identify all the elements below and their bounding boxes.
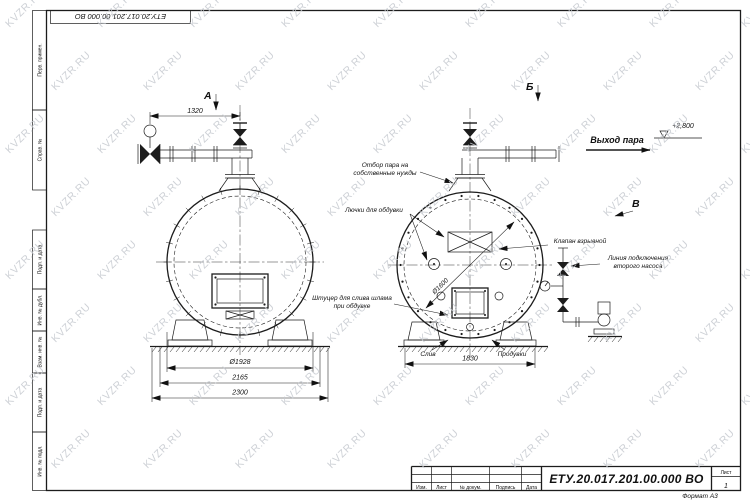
safety-valve [233,122,247,149]
blowdown-label: Продувки [498,350,527,358]
margin-field-label: Инв. № дубл. [38,295,44,326]
svg-text:2300: 2300 [231,390,248,397]
second-pump-label: Линия подключения [607,254,669,262]
ground-hatching [151,336,623,353]
svg-text:Ø1928: Ø1928 [228,359,250,366]
dimension-1320: 1320 [149,108,241,124]
margin-field-label: Перв. примен. [38,43,44,76]
view-b-rear: Ø1600 [388,81,560,368]
drawing-frame: Перв. примен. Справ. № Подп. и дата Инв.… [32,9,742,492]
flange-ticks [163,185,317,339]
view-v-label: В [632,198,640,210]
elevation-mark [659,130,669,139]
steam-piping [160,146,262,192]
tb-col-izm: Изм. [416,485,427,491]
flange-bolts [399,194,541,336]
own-needs-label: собственные нужды [353,169,416,177]
pump-motor [597,301,611,315]
saddle-supports [150,319,330,348]
tb-col-dokum: № докум. [460,485,482,491]
steam-outlet-label: Выход пара [590,135,644,145]
view-a-label: А [203,90,212,102]
margin-field-label: Справ. № [38,139,44,162]
dimension-1830: 1830 [404,348,536,368]
margin-field-label: Взам. инв. № [38,337,44,368]
svg-text:2165: 2165 [231,375,248,382]
dimension-1928: Ø1928 [166,332,314,372]
dimension-2165: 2165 [159,346,321,387]
explosion-valve-label: Клапан взрывной [554,237,607,245]
annotations: Выход пара +2,800 В Отбор пара на собств… [312,123,702,358]
dimension-2300: 2300 [151,348,329,402]
format-label: Формат А3 [682,493,718,500]
sludge-label: Штуцер для слива шлама [312,294,392,302]
elevation-label: +2,800 [672,123,694,130]
svg-text:1320: 1320 [187,108,203,115]
view-a-front: А 1320 Ø1928 2165 2300 [137,90,330,402]
pump-assembly [539,247,622,338]
tb-sheet-label: Лист [721,470,733,476]
drain-label: Слив [420,351,436,358]
margin-field-label: Подп. и дата [38,388,44,418]
steam-outlet-piping [448,122,560,192]
designation-rotated: ЕТУ.20.017.201.00.000 ВО [75,12,166,21]
furnace-door [211,273,269,320]
own-needs-label: Отбор пара на [362,161,409,169]
view-b-label: Б [526,81,534,93]
title-block: Изм. Лист № докум. Подпись Дата ЕТУ.20.0… [410,465,741,500]
tb-col-list: Лист [436,485,448,491]
tb-col-podpis: Подпись [496,485,516,491]
svg-text:Ø1600: Ø1600 [430,277,450,297]
sludge-label: при обдувке [334,302,371,310]
pressure-gauge [539,280,551,292]
hatches-label: Лючки для обдувки [344,206,403,214]
tb-designation: ЕТУ.20.017.201.00.000 ВО [549,472,704,486]
margin-field-label: Инв. № подл. [38,445,44,476]
margin-field-label: Подп. и дата [38,245,44,275]
second-pump-label: второго насоса [614,263,663,270]
tb-col-data: Дата [526,485,537,491]
tb-sheet-number: 1 [724,483,728,490]
pump [597,313,611,327]
svg-text:1830: 1830 [462,356,478,363]
stop-valve [137,124,161,164]
